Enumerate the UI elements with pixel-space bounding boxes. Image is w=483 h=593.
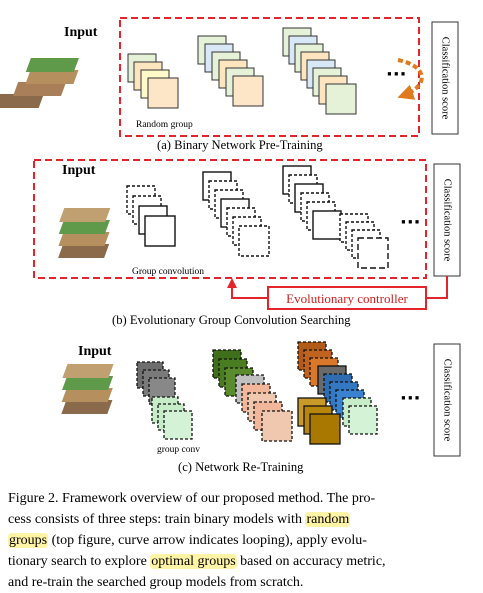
group-conv-label-b: Group convolution	[132, 267, 204, 277]
input-label-a: Input	[64, 25, 98, 40]
input-image-stack-b	[58, 208, 111, 258]
panel-b: Input	[33, 159, 461, 310]
figure-caption-line-2: cess consists of three steps: train bina…	[8, 509, 475, 530]
binary-layer-2-cubes	[197, 35, 264, 107]
group-conv-dashed-cubes	[126, 185, 176, 247]
score-label-a: Classification score	[440, 37, 451, 120]
search-layer-3-cubes	[282, 165, 342, 240]
group-conv-label-c: group conv	[157, 445, 200, 455]
caption-text: based on accuracy metric,	[236, 554, 386, 569]
score-box-c	[433, 343, 461, 457]
ellipsis-c: ···	[400, 388, 421, 409]
framework-figure: Input Random group ···	[0, 17, 461, 457]
figure-caption-line-3: groups (top figure, curve arrow indicate…	[8, 530, 475, 551]
dashed-frame-a	[119, 17, 420, 137]
input-image-stack-c	[61, 364, 114, 414]
highlight-groups: groups	[8, 533, 49, 548]
score-box-a	[431, 21, 459, 135]
caption-c: (c) Network Re-Training	[178, 460, 304, 474]
retrain-layer-2-cubes	[212, 349, 293, 442]
figure-caption-line-5: and re-train the searched group models f…	[8, 575, 304, 590]
highlight-random: random	[305, 512, 351, 527]
search-layer-2-cubes	[202, 171, 270, 257]
caption-text: tionary search to explore	[8, 554, 151, 569]
ellipsis-a: ···	[386, 64, 407, 85]
caption-text: (top figure, curve arrow indicates loopi…	[48, 533, 367, 548]
score-label-c: Classification score	[442, 359, 453, 442]
input-label-b: Input	[62, 163, 96, 178]
retrain-layer-3b-cubes	[297, 397, 341, 445]
looping-curve-arrow	[397, 58, 424, 100]
score-label-b: Classification score	[442, 179, 453, 262]
figure-caption-line-1: Figure 2. Framework overview of our prop…	[8, 491, 376, 506]
binary-layer-3-cubes	[282, 27, 357, 115]
retrain-layer-3-cubes	[297, 341, 378, 435]
highlight-optimal-groups: optimal groups	[150, 554, 237, 569]
input-label-c: Input	[78, 344, 112, 359]
search-layer-4-cubes	[339, 213, 389, 269]
feedback-arrow-right	[426, 276, 448, 299]
panel-c: Input	[61, 341, 461, 457]
input-image-stack-a	[0, 58, 79, 108]
random-group-label: Random group	[136, 120, 193, 130]
caption-a: (a) Binary Network Pre-Training	[157, 138, 323, 152]
panel-a: Input Random group ···	[0, 17, 459, 137]
evolutionary-controller-box	[267, 286, 427, 310]
random-group-cubes	[127, 53, 179, 109]
caption-text: cess consists of three steps: train bina…	[8, 512, 306, 527]
caption-b: (b) Evolutionary Group Convolution Searc…	[112, 313, 351, 327]
ellipsis-b: ···	[400, 212, 421, 233]
figure-caption-line-4: tionary search to explore optimal groups…	[8, 551, 475, 572]
retrain-layer-1-cubes	[136, 361, 193, 440]
evolutionary-controller-label: Evolutionary controller	[286, 291, 408, 306]
feedback-arrow-left	[227, 278, 268, 299]
